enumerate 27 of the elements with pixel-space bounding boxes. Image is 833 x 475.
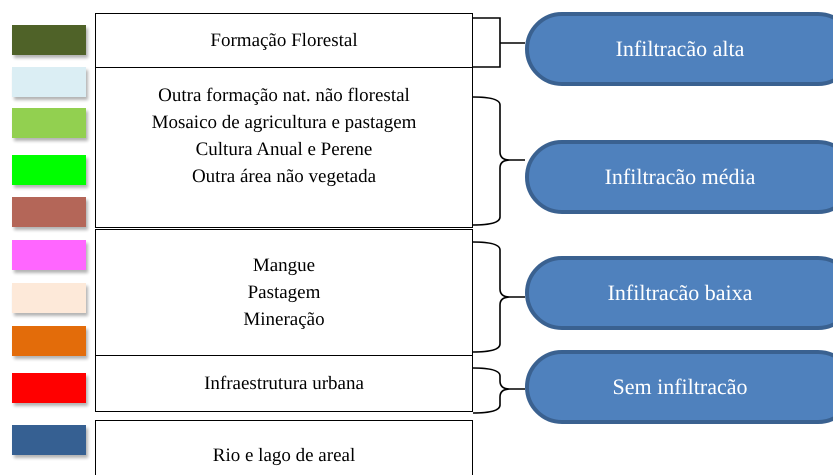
land-use-label: Outra área não vegetada [192, 165, 376, 189]
land-use-box [95, 67, 473, 228]
category-pill [525, 140, 833, 214]
category-label: Infiltracão baixa [608, 280, 752, 306]
land-use-box [95, 229, 473, 356]
bracket-connector [472, 241, 526, 353]
land-use-label: Rio e lago de areal [212, 444, 356, 468]
category-label: Infiltracão média [604, 164, 756, 190]
category-pill [525, 256, 833, 330]
bracket-connector [472, 17, 526, 68]
category-label: Sem infiltracão [612, 374, 748, 400]
land-use-label: Cultura Anual e Perene [196, 138, 372, 162]
category-pill [525, 12, 833, 86]
land-use-label: Mangue [252, 254, 316, 278]
land-use-label: Formação Florestal [210, 29, 358, 53]
land-use-label: Mineração [243, 308, 325, 332]
land-use-label: Pastagem [248, 281, 320, 305]
land-use-box [95, 355, 473, 412]
land-use-label: Outra formação nat. não florestal [158, 84, 410, 108]
category-pill [525, 350, 833, 424]
category-label: Infiltracão alta [616, 36, 744, 62]
bracket-connector [472, 367, 526, 414]
land-use-box [95, 420, 473, 475]
land-use-label: Mosaico de agricultura e pastagem [152, 111, 416, 135]
land-use-label: Infraestrutura urbana [204, 372, 364, 396]
land-use-box [95, 13, 473, 68]
bracket-connector [472, 96, 526, 226]
